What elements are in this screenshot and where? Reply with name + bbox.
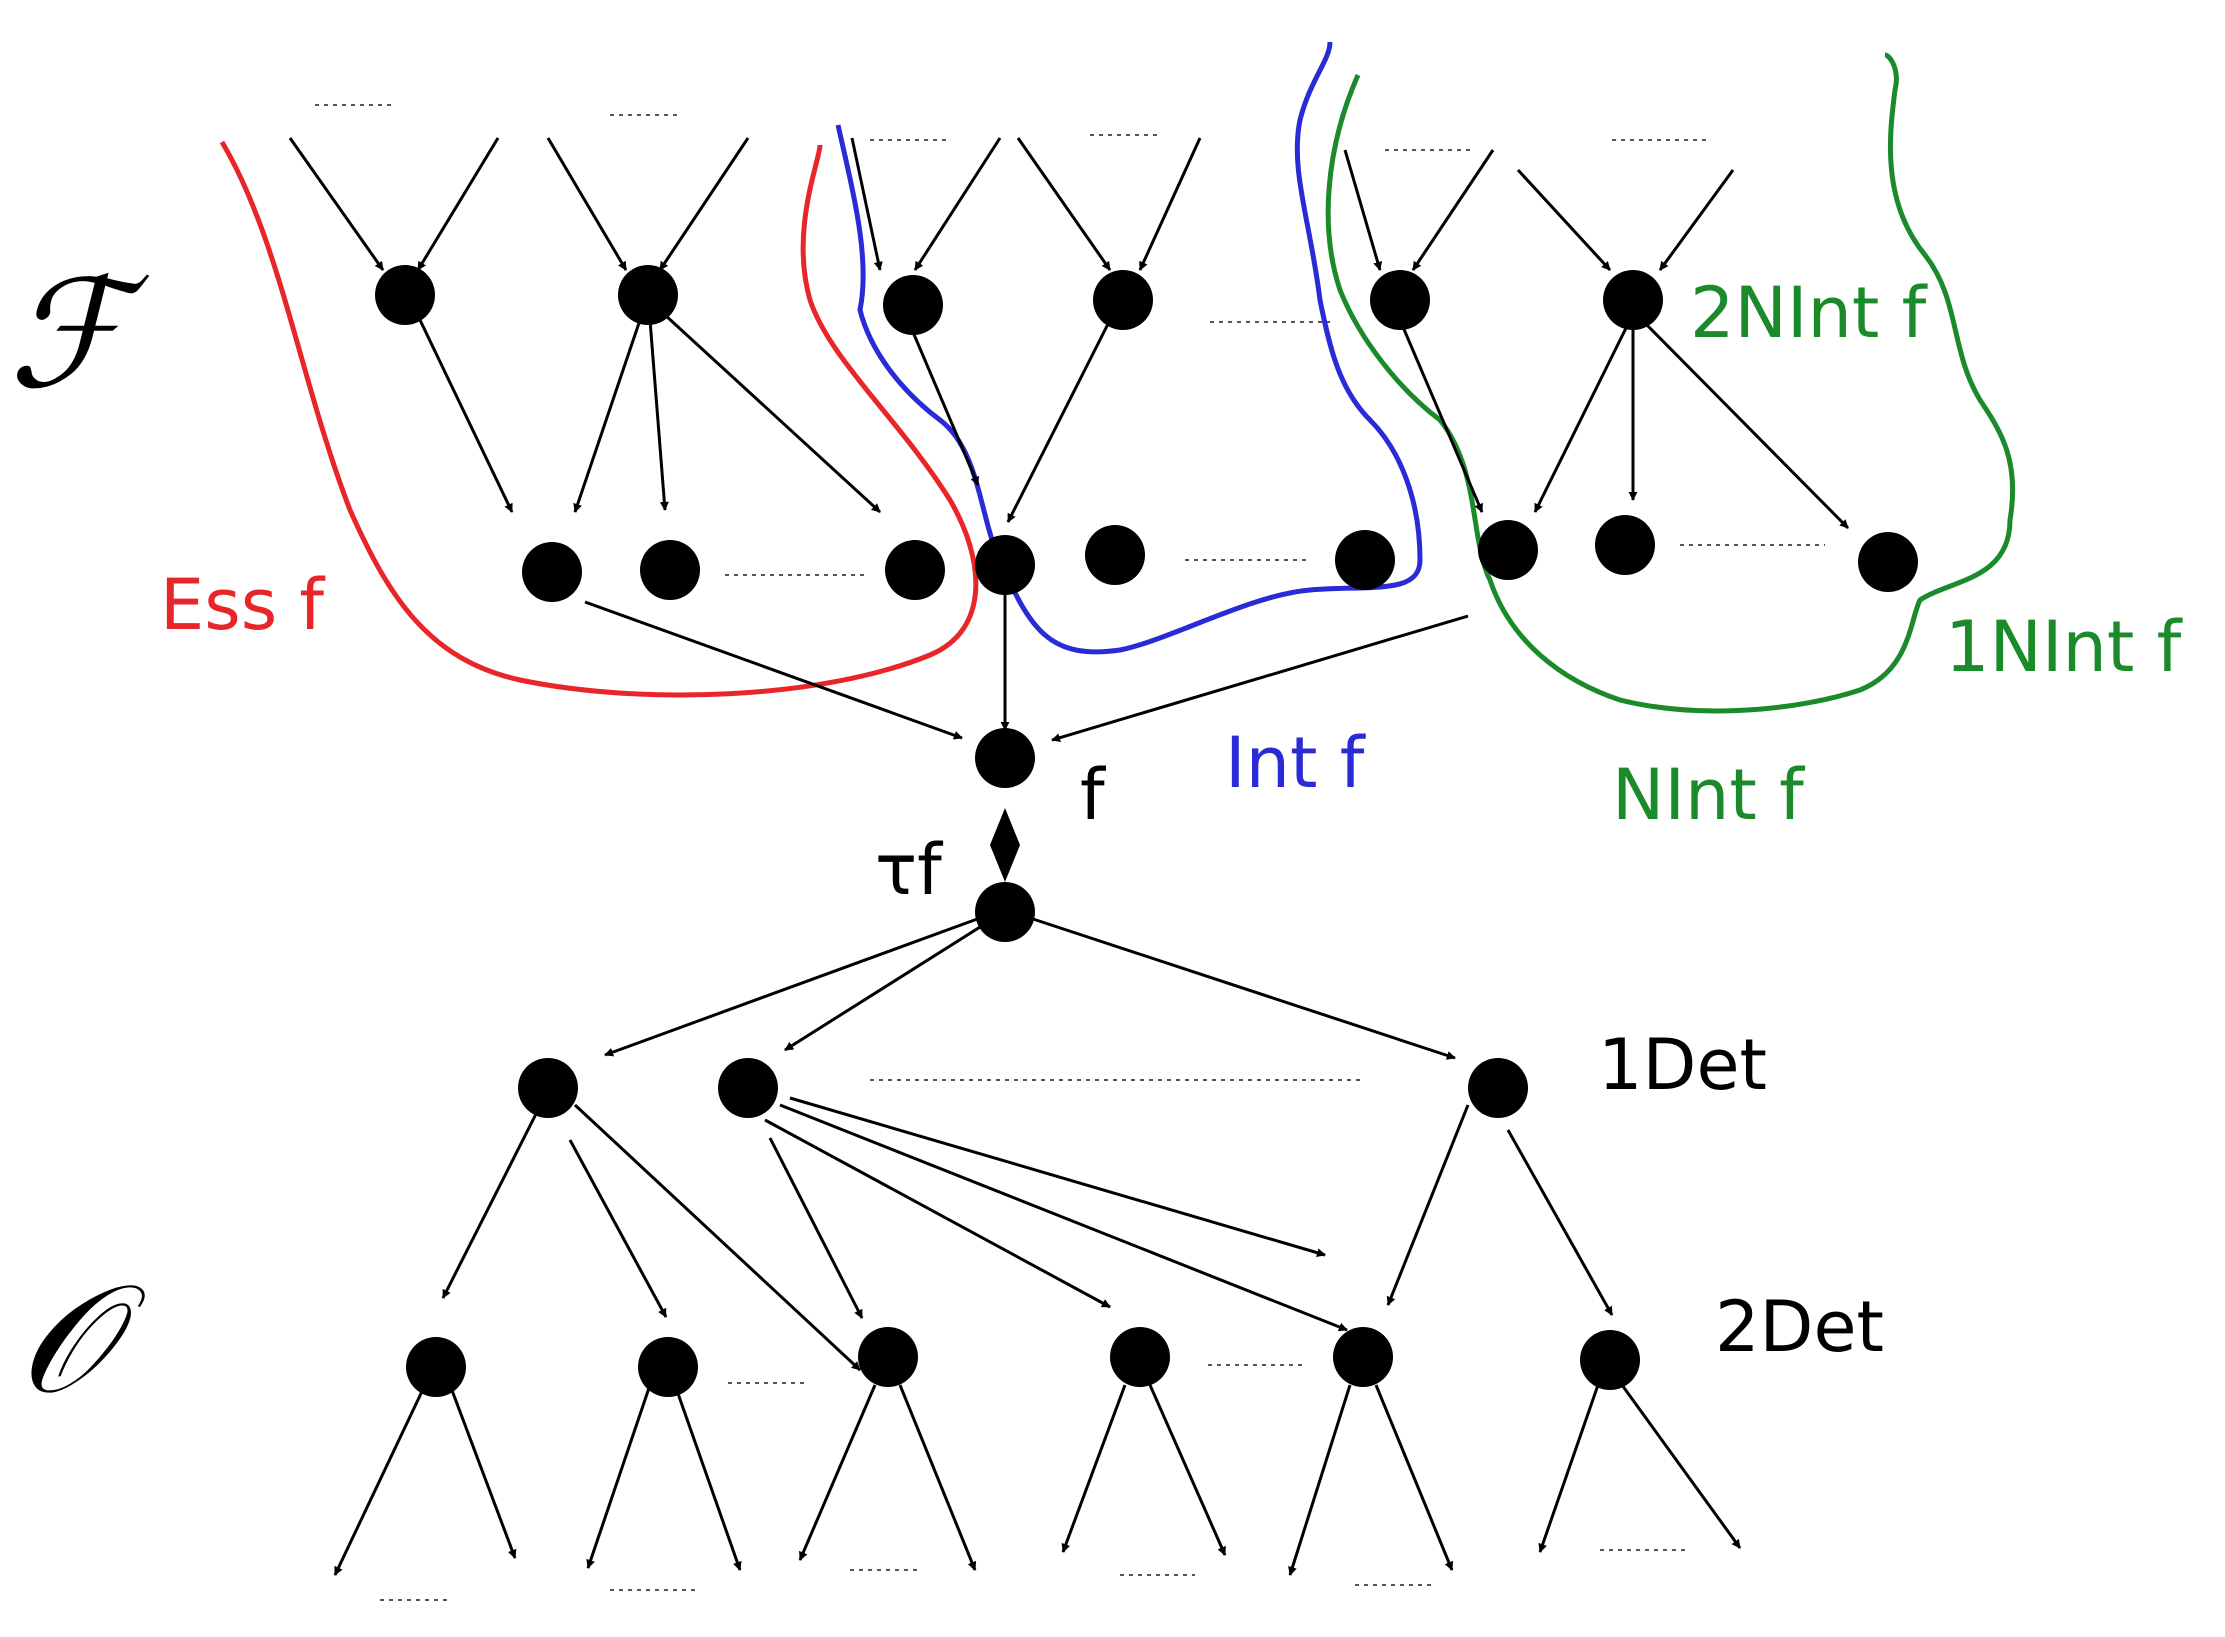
ess-boundary bbox=[219, 140, 979, 698]
tau-connector-icon bbox=[990, 808, 1020, 882]
det2-label: 2Det bbox=[1715, 1286, 1884, 1368]
lower-set-symbol: 𝒪 bbox=[18, 1253, 113, 1427]
nodes bbox=[375, 265, 1918, 1397]
ellipsis-dots bbox=[315, 104, 1825, 1601]
nint1-label: 1NInt f bbox=[1945, 606, 2182, 688]
f-label: f bbox=[1080, 754, 1105, 836]
tau-f-label: τf bbox=[875, 829, 942, 911]
det1-label: 1Det bbox=[1598, 1024, 1767, 1106]
nint-label: NInt f bbox=[1612, 754, 1804, 836]
nint-boundary bbox=[1325, 52, 2016, 714]
edges bbox=[288, 137, 1850, 1576]
int-boundary bbox=[835, 41, 1423, 655]
nint2-label: 2NInt f bbox=[1690, 272, 1927, 354]
int-label: Int f bbox=[1225, 722, 1365, 804]
ess-label: Ess f bbox=[160, 564, 325, 646]
upper-set-symbol: ℱ bbox=[8, 248, 126, 422]
